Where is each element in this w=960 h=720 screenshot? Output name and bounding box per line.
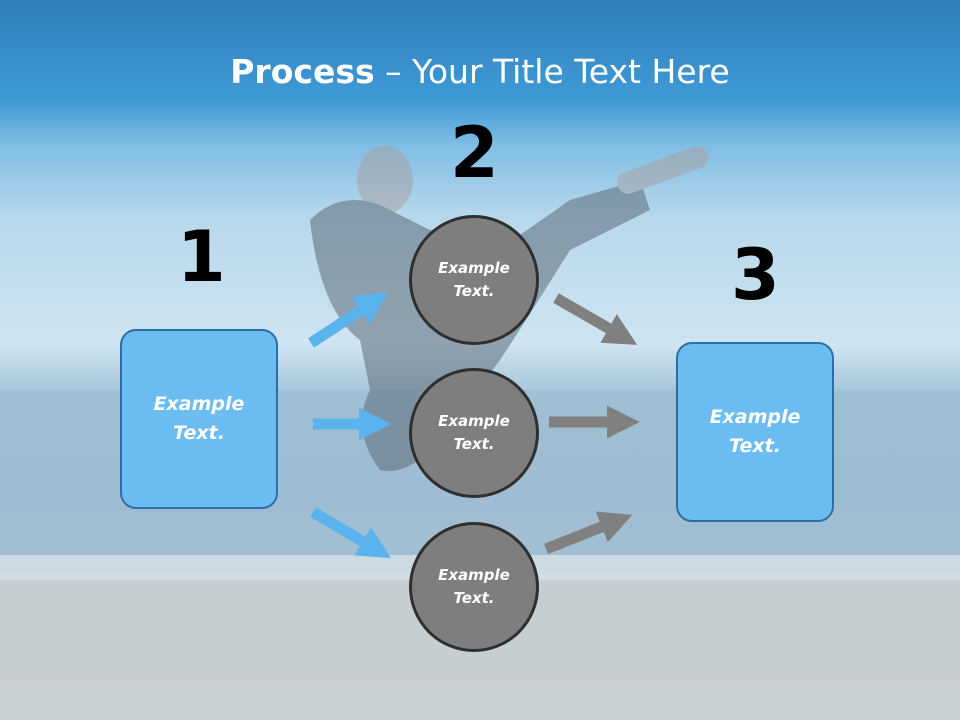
step-2-circle-middle[interactable]: Example Text.	[409, 368, 539, 498]
circle-middle-text: Example Text.	[438, 412, 510, 453]
step-1-text: Example Text.	[153, 393, 245, 444]
circle-bottom-text: Example Text.	[438, 566, 510, 607]
step-2-circle-bottom[interactable]: Example Text.	[409, 522, 539, 652]
step-2-circle-top[interactable]: Example Text.	[409, 215, 539, 345]
step-number-2: 2	[450, 112, 499, 194]
step-number-3: 3	[731, 234, 780, 316]
blue-arrow-down	[310, 507, 392, 559]
title-rest: – Your Title Text Here	[374, 52, 730, 91]
step-1-box[interactable]: Example Text.	[120, 329, 278, 509]
step-3-box[interactable]: Example Text.	[676, 342, 834, 522]
gray-arrow-up	[543, 511, 633, 555]
circle-top-text: Example Text.	[438, 259, 510, 300]
title-bold: Process	[230, 52, 375, 91]
slide-title: Process – Your Title Text Here	[0, 52, 960, 91]
gray-arrow-down	[553, 293, 638, 345]
step-3-text: Example Text.	[709, 406, 801, 457]
step-number-1: 1	[177, 216, 226, 298]
blue-arrow-up	[307, 292, 389, 348]
